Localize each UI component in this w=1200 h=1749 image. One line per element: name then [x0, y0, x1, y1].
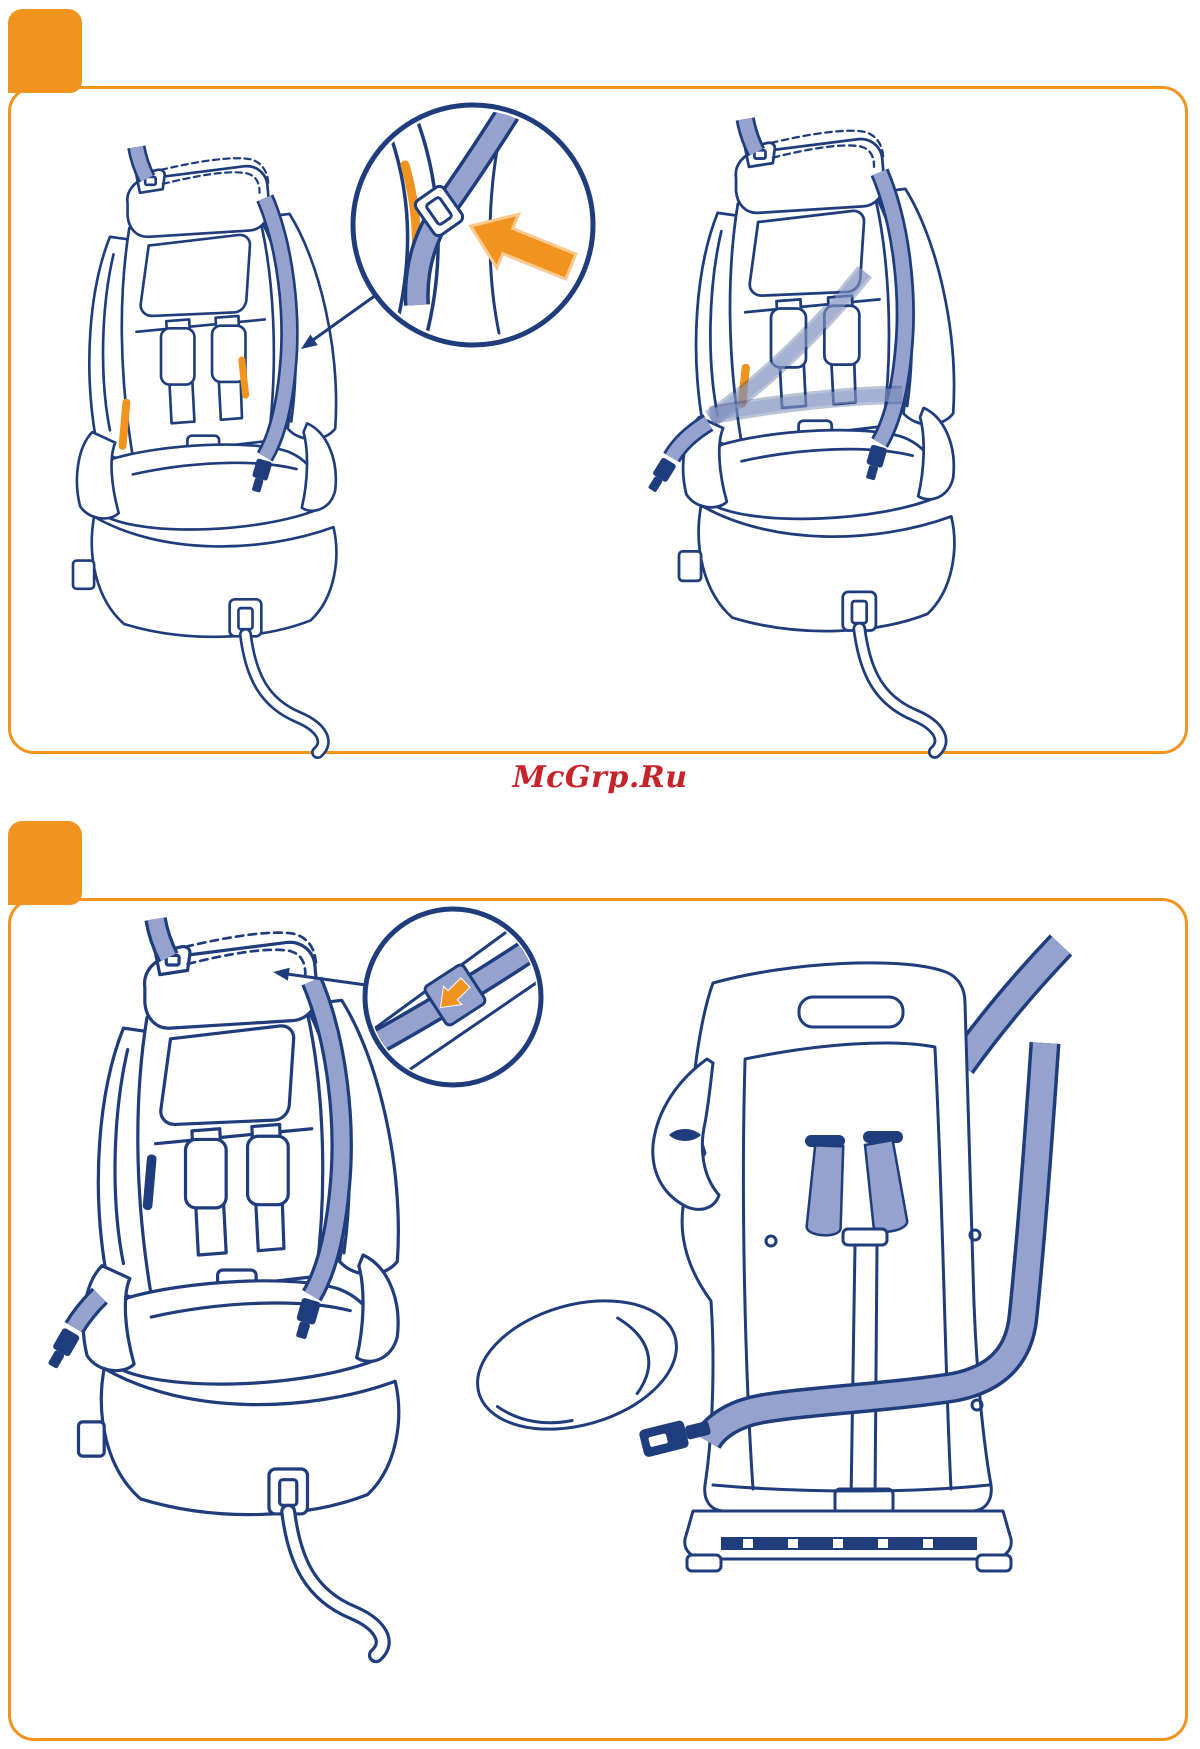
strap-adjuster	[833, 1487, 895, 1515]
callout-pointer-1	[301, 293, 377, 349]
belt-buckle	[639, 1420, 711, 1457]
belt-guide-clip	[413, 184, 465, 238]
car-seat-rear-view	[476, 934, 1073, 1573]
step-tab-1	[8, 9, 82, 93]
belt-tongue-2	[43, 1327, 81, 1372]
belt-guide-highlight-right	[238, 356, 250, 399]
car-seat-front-left	[71, 147, 338, 752]
shoulder-belt-behind	[951, 936, 1070, 1072]
instruction-panel-2	[8, 821, 1188, 1741]
belt-routing-over-headrest	[118, 147, 323, 752]
isofix-bar	[721, 1537, 977, 1550]
pointer-arrowhead-icon	[301, 334, 318, 349]
belt-guide-highlight-left	[118, 398, 131, 450]
car-seat-front-right	[644, 119, 956, 752]
belt-lockoff-strip	[142, 1154, 157, 1211]
shoulder-belt-translucent	[706, 267, 870, 425]
orange-arrow-icon	[468, 212, 578, 281]
seat-base-rear	[683, 1509, 1013, 1561]
car-belt-across-back	[696, 1042, 1057, 1448]
belt-routing-over-headrest-2	[43, 919, 383, 1655]
magnifier-callout-1	[350, 102, 596, 348]
wing-slot	[669, 1129, 701, 1141]
car-seat-front-lower	[43, 919, 401, 1655]
pointer-arrowhead-icon	[273, 967, 290, 981]
callout-pointer-2	[273, 967, 367, 987]
hand-oval	[476, 1299, 678, 1431]
instruction-panel-1	[8, 9, 1188, 754]
carry-handle-slot	[797, 995, 905, 1029]
step-tab-2	[8, 821, 82, 905]
harness-strap-right	[863, 1138, 909, 1233]
magnifier-callout-2	[362, 906, 544, 1088]
watermark: McGrp.Ru	[512, 760, 688, 795]
orange-arrow-icon	[439, 977, 471, 1009]
lap-belt-translucent	[709, 388, 902, 422]
belt-tongue	[644, 456, 677, 495]
harness-strap-left	[805, 1144, 845, 1237]
belt-routing-threaded	[644, 119, 941, 752]
